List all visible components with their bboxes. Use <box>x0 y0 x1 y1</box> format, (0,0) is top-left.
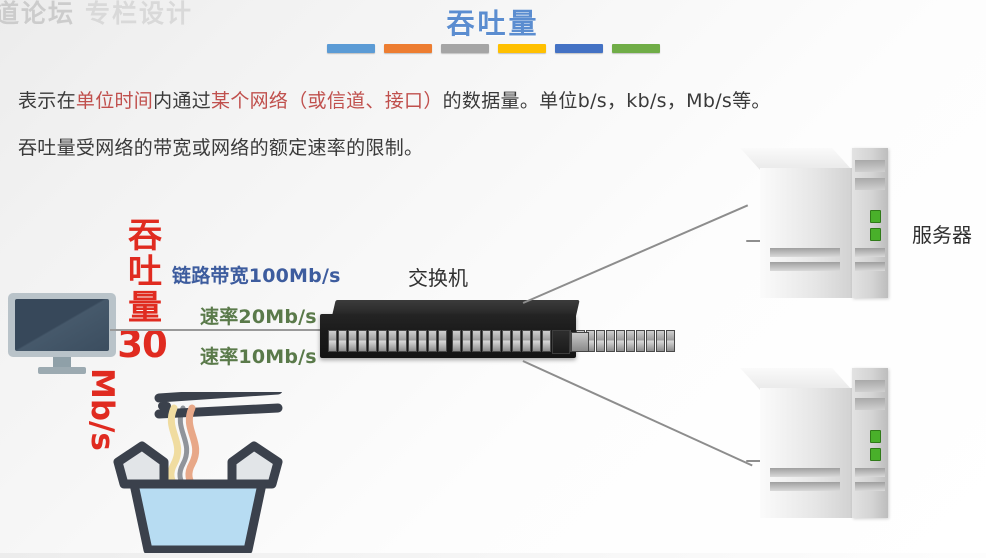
watermark-text-secondary: 专栏设计 <box>85 0 194 28</box>
server-power-cord <box>746 460 764 462</box>
switch-port-array <box>328 330 675 354</box>
server-vent <box>770 248 840 257</box>
server-vent <box>855 482 885 491</box>
server-vent <box>770 262 840 271</box>
server-top-face <box>740 368 852 390</box>
definition-highlight-unit-time: 单位时间 <box>75 90 154 112</box>
server-vent <box>855 468 885 477</box>
monitor-screen <box>15 299 109 351</box>
monitor-bezel <box>8 293 116 357</box>
watermark-text-primary: 道论坛 <box>0 0 76 28</box>
rate-label-2: 速率10Mb/s <box>200 346 317 368</box>
accent-bar-dark-blue <box>554 44 603 53</box>
server-vent <box>855 262 885 271</box>
accent-bar-orange <box>383 44 432 53</box>
server-status-led <box>870 228 881 241</box>
definition-seg-3: 内通过 <box>153 90 212 112</box>
accent-bar-gray <box>440 44 489 53</box>
switch-front-panel <box>320 314 675 358</box>
port-group <box>328 330 447 354</box>
accent-bar-blue <box>326 44 375 53</box>
definition-highlight-network: 某个网络（或信道、接口） <box>211 90 443 112</box>
server-front-panel <box>852 368 888 518</box>
server-top-face <box>740 148 852 170</box>
throughput-callout: 吞吐量 30 Mb/s <box>84 216 178 451</box>
server-vent <box>770 468 840 477</box>
monitor-stand-base <box>38 367 86 374</box>
link-line-switch-server-bottom <box>522 360 753 467</box>
constraint-paragraph: 吞吐量受网络的带宽或网络的额定速率的限制。 <box>18 137 424 159</box>
watermark: 道论坛专栏设计 <box>0 0 193 30</box>
definition-seg-5: 的数据量。单位b/s，kb/s，Mb/s等。 <box>442 90 771 112</box>
throughput-value: 30 <box>117 323 168 366</box>
switch-label: 交换机 <box>408 266 468 290</box>
server-drive-bay <box>855 160 885 172</box>
definition-paragraph: 表示在单位时间内通过某个网络（或信道、接口）的数据量。单位b/s，kb/s，Mb… <box>18 86 771 113</box>
rate-label-1: 速率20Mb/s <box>200 306 317 328</box>
desktop-monitor-icon <box>8 293 116 375</box>
bandwidth-label: 链路带宽100Mb/s <box>172 265 341 287</box>
switch-sfp-port <box>571 332 589 352</box>
server-status-led <box>870 448 881 461</box>
noodle-bowl-icon <box>112 385 284 555</box>
port-group <box>576 330 675 354</box>
server-drive-bay <box>855 178 885 190</box>
monitor-stand-neck <box>53 357 71 368</box>
server-tower-icon-bottom <box>740 368 888 518</box>
server-drive-bay <box>855 380 885 392</box>
server-vent <box>770 482 840 491</box>
server-power-cord <box>746 240 764 242</box>
link-line-monitor-switch <box>110 329 332 331</box>
accent-bar-green <box>611 44 660 53</box>
server-tower-icon-top <box>740 148 888 298</box>
link-line-switch-server-top <box>522 204 748 304</box>
server-status-led <box>870 430 881 443</box>
page-title: 吞吐量 <box>446 7 540 40</box>
title-accent-bars <box>0 44 986 53</box>
server-side-panel <box>760 168 852 298</box>
network-switch-icon <box>320 300 675 362</box>
server-label: 服务器 <box>912 223 972 247</box>
server-front-panel <box>852 148 888 298</box>
accent-bar-yellow <box>497 44 546 53</box>
server-side-panel <box>760 388 852 518</box>
switch-status-leds <box>552 330 570 354</box>
server-status-led <box>870 210 881 223</box>
definition-seg-1: 表示在 <box>18 90 76 112</box>
server-vent <box>855 248 885 257</box>
throughput-vertical-text: 吞吐量 <box>128 216 162 328</box>
server-drive-bay <box>855 398 885 410</box>
